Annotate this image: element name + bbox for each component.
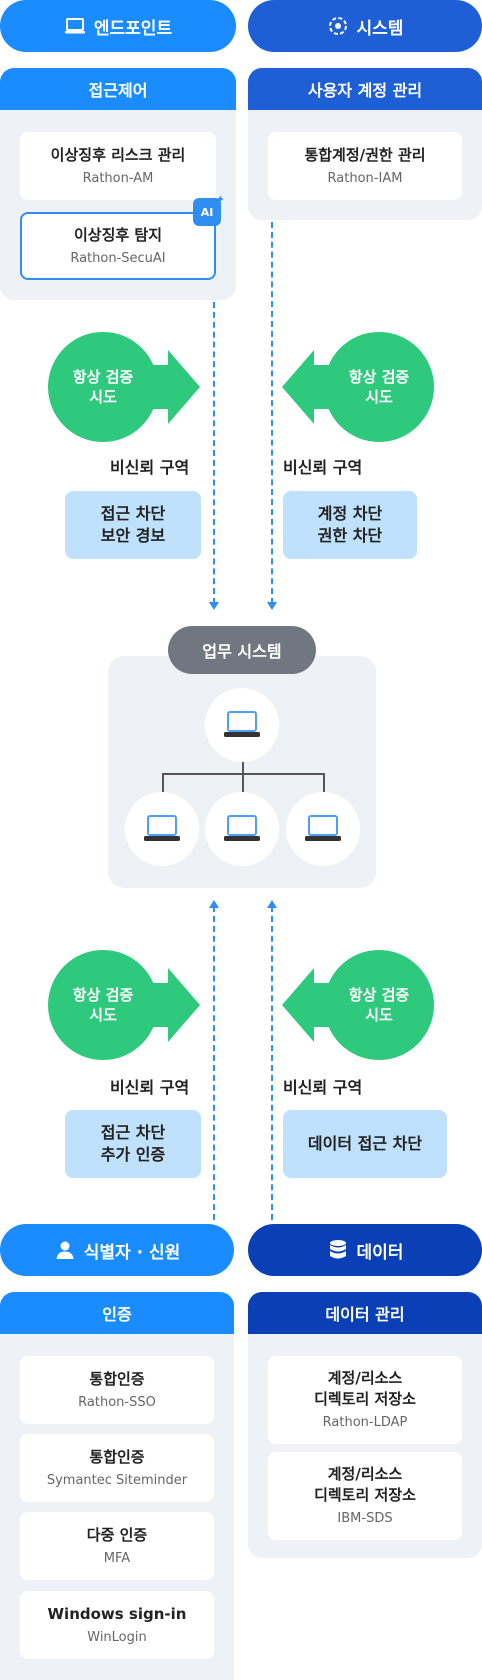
connector-right-upper bbox=[271, 222, 273, 604]
connector-left-upper bbox=[213, 302, 215, 604]
laptop-icon bbox=[144, 815, 180, 841]
attempt-label-right-lower: 항상 검증 시도 bbox=[348, 986, 410, 1024]
action-box-right-upper: 계정 차단 권한 차단 bbox=[283, 491, 417, 559]
anomaly-detect-card: 이상징후 탐지 Rathon-SecuAI bbox=[20, 212, 216, 280]
ai-badge-icon: AI ✦ bbox=[193, 193, 225, 226]
database-icon bbox=[327, 1239, 349, 1261]
iam-card: 통합계정/권한 관리 Rathon-IAM bbox=[268, 132, 462, 200]
system-pill: 시스템 bbox=[248, 0, 482, 52]
card-title: 계정/리소스 디렉토리 저장소 bbox=[314, 1369, 416, 1408]
risk-mgmt-card: 이상징후 리스크 관리 Rathon-AM bbox=[20, 132, 216, 200]
attempt-arrow-right-upper bbox=[282, 332, 434, 442]
data-pill: 데이터 bbox=[248, 1224, 482, 1276]
system-label: 시스템 bbox=[356, 18, 404, 39]
attempt-label-right-upper: 항상 검증 시도 bbox=[348, 368, 410, 406]
card-sub: Rathon-SecuAI bbox=[70, 250, 166, 266]
auth-card-sso: 통합인증 Rathon-SSO bbox=[20, 1356, 214, 1424]
client-node-left bbox=[125, 792, 199, 866]
untrusted-zone-right-upper: 비신뢰 구역 bbox=[283, 458, 363, 477]
client-node-middle bbox=[205, 792, 279, 866]
server-node-top bbox=[205, 688, 279, 762]
laptop-icon bbox=[305, 815, 341, 841]
card-sub: Rathon-AM bbox=[82, 170, 154, 186]
untrusted-zone-left-upper: 비신뢰 구역 bbox=[110, 458, 190, 477]
connector-left-lower bbox=[213, 906, 215, 1220]
card-title: 계정/리소스 디렉토리 저장소 bbox=[314, 1465, 416, 1504]
user-icon bbox=[54, 1239, 76, 1261]
card-sub: Rathon-IAM bbox=[327, 170, 403, 186]
card-title: 다중 인증 bbox=[86, 1525, 148, 1544]
endpoint-pill: 엔드포인트 bbox=[0, 0, 236, 52]
attempt-arrow-right-lower bbox=[282, 950, 434, 1060]
account-mgmt-title: 사용자 계정 관리 bbox=[248, 68, 482, 110]
gear-network-icon bbox=[327, 15, 349, 37]
untrusted-zone-right-lower: 비신뢰 구역 bbox=[283, 1078, 363, 1097]
access-control-title: 접근제어 bbox=[0, 68, 236, 110]
data-label: 데이터 bbox=[356, 1242, 404, 1263]
arrow-up-right-lower bbox=[267, 900, 277, 908]
laptop-icon bbox=[224, 815, 260, 841]
action-box-left-lower: 접근 차단 추가 인증 bbox=[65, 1110, 201, 1178]
card-title: 통합계정/권한 관리 bbox=[304, 145, 426, 164]
auth-card-mfa: 다중 인증 MFA bbox=[20, 1512, 214, 1580]
attempt-arrow-left-lower bbox=[48, 950, 200, 1060]
tree-line-left bbox=[162, 773, 164, 801]
attempt-label-left-upper: 항상 검증 시도 bbox=[72, 368, 134, 406]
data-mgmt-title: 데이터 관리 bbox=[248, 1292, 482, 1334]
laptop-icon bbox=[224, 711, 260, 737]
arrow-up-left-lower bbox=[209, 900, 219, 908]
card-title: 이상징후 리스크 관리 bbox=[50, 145, 186, 164]
action-box-right-lower: 데이터 접근 차단 bbox=[283, 1110, 447, 1178]
card-sub: Rathon-LDAP bbox=[322, 1415, 408, 1430]
auth-card-winlogin: Windows sign-in WinLogin bbox=[20, 1591, 214, 1659]
card-title: 통합인증 bbox=[89, 1447, 145, 1466]
tree-line-middle bbox=[242, 773, 244, 801]
card-sub: Rathon-SSO bbox=[78, 1394, 156, 1410]
endpoint-label: 엔드포인트 bbox=[93, 18, 173, 39]
arrow-down-right-upper bbox=[267, 602, 277, 610]
card-sub: Symantec Siteminder bbox=[46, 1472, 188, 1488]
data-card-ldap: 계정/리소스 디렉토리 저장소 Rathon-LDAP bbox=[268, 1356, 462, 1444]
connector-right-lower bbox=[271, 906, 273, 1220]
auth-card-siteminder: 통합인증 Symantec Siteminder bbox=[20, 1434, 214, 1502]
card-sub: IBM-SDS bbox=[337, 1511, 393, 1526]
tree-line-vertical-top bbox=[242, 762, 244, 774]
business-system-title: 업무 시스템 bbox=[168, 626, 316, 674]
auth-title: 인증 bbox=[0, 1292, 234, 1334]
identity-label: 식별자 · 신원 bbox=[83, 1242, 181, 1263]
card-title: 이상징후 탐지 bbox=[73, 225, 163, 244]
identity-pill: 식별자 · 신원 bbox=[0, 1224, 234, 1276]
client-node-right bbox=[286, 792, 360, 866]
card-title: 통합인증 bbox=[89, 1369, 145, 1388]
card-sub: WinLogin bbox=[87, 1629, 147, 1645]
card-title: Windows sign-in bbox=[47, 1604, 187, 1623]
tree-line-right bbox=[323, 773, 325, 801]
attempt-label-left-lower: 항상 검증 시도 bbox=[72, 986, 134, 1024]
attempt-arrow-left-upper bbox=[48, 332, 200, 442]
card-sub: MFA bbox=[103, 1550, 131, 1566]
action-box-left-upper: 접근 차단 보안 경보 bbox=[65, 491, 201, 559]
data-card-sds: 계정/리소스 디렉토리 저장소 IBM-SDS bbox=[268, 1452, 462, 1540]
arrow-down-left-upper bbox=[209, 602, 219, 610]
untrusted-zone-left-lower: 비신뢰 구역 bbox=[110, 1078, 190, 1097]
laptop-icon bbox=[64, 15, 86, 37]
ai-badge-label: AI bbox=[200, 205, 214, 219]
